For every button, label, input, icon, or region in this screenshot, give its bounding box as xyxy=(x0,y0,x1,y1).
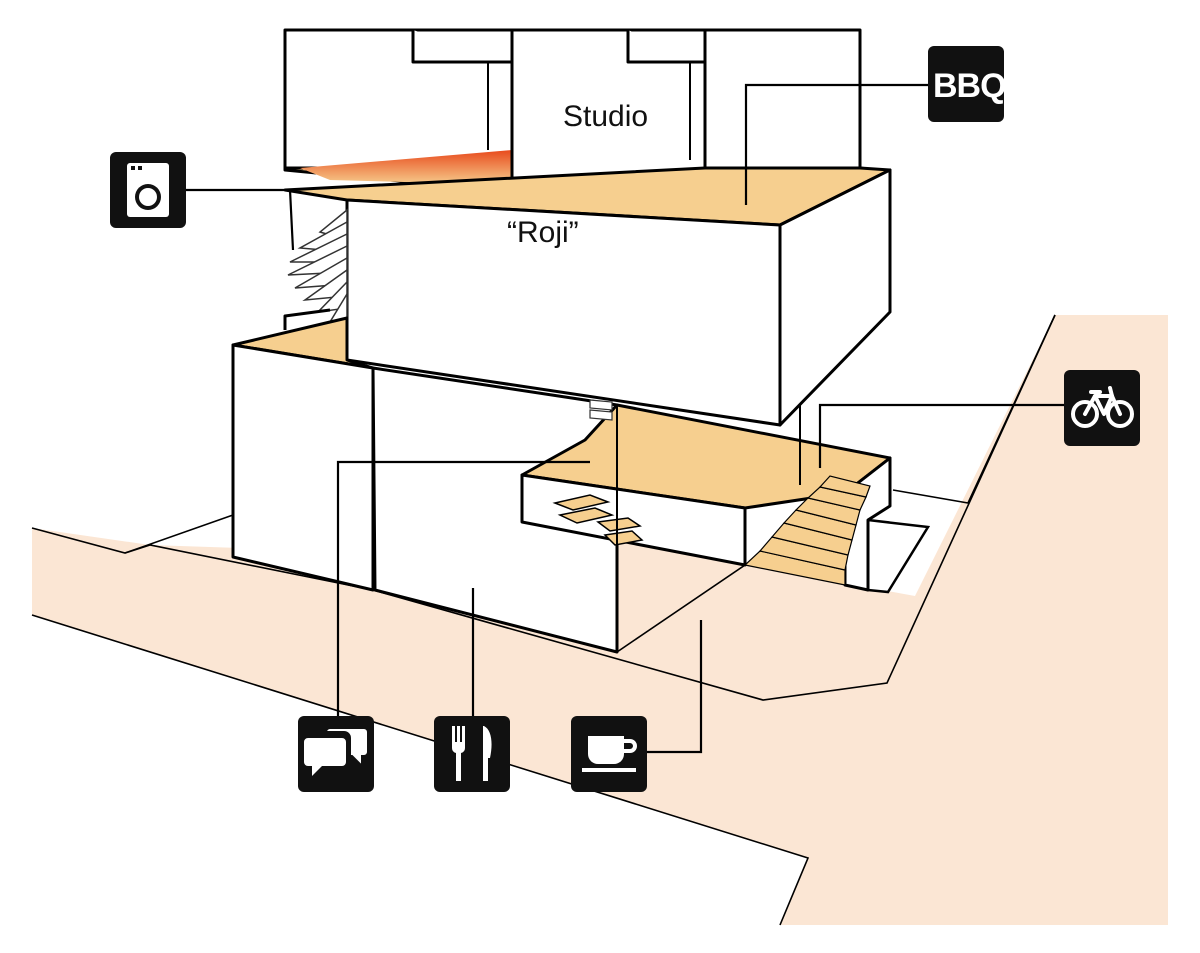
bbq-label: BBQ xyxy=(933,67,1006,105)
washing-machine-icon xyxy=(110,152,186,228)
street-edge xyxy=(31,614,810,926)
deck-steps xyxy=(743,475,871,586)
lower-terrace-parapet xyxy=(283,308,331,330)
chat-bubbles-icon xyxy=(298,716,374,792)
fork-knife-icon xyxy=(434,716,510,792)
studio-window-right xyxy=(626,30,705,64)
leader-bicycle xyxy=(818,403,1064,468)
leader-lines xyxy=(185,83,1064,754)
coffee-cup-icon xyxy=(571,716,647,792)
spiral-stair xyxy=(287,208,348,323)
roji-label: “Roji” xyxy=(507,216,579,249)
leader-bbq xyxy=(744,83,928,205)
leader-cafe xyxy=(646,620,703,754)
ground-wall-left xyxy=(231,343,375,592)
bbq-icon: BBQ xyxy=(928,46,1007,122)
deck-light-slots xyxy=(552,494,644,546)
middle-block-side xyxy=(778,168,892,427)
leader-laundry xyxy=(185,188,295,251)
bicycle-icon xyxy=(1064,370,1140,446)
heated-floor-left xyxy=(300,150,512,185)
inner-stair xyxy=(589,399,613,421)
studio-window-left xyxy=(411,30,512,64)
leader-chat xyxy=(336,460,590,716)
studio-label: Studio xyxy=(563,100,648,133)
middle-block: “Roji” xyxy=(283,166,892,427)
basement-ramp xyxy=(866,518,931,594)
site-boundary-right xyxy=(892,314,1056,504)
